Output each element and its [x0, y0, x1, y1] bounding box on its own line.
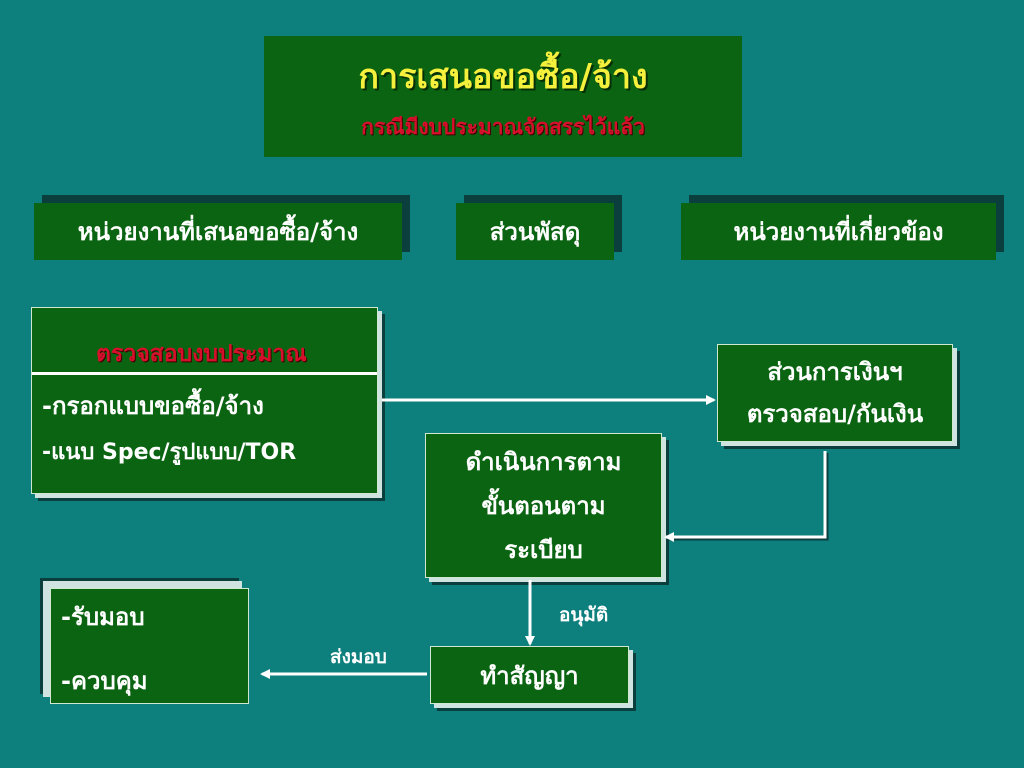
request-box: ตรวจสอบงบประมาณ -กรอกแบบขอซื้อ/จ้าง -แนบ…	[31, 307, 378, 494]
budget-check-heading: ตรวจสอบงบประมาณ	[96, 341, 307, 367]
request-item-form: -กรอกแบบขอซื้อ/จ้าง	[42, 392, 264, 420]
process-line-3: ระเบียบ	[504, 535, 583, 564]
finance-line-1: ส่วนการเงินฯ	[767, 358, 903, 386]
header-requesting-unit: หน่วยงานที่เสนอขอซื้อ/จ้าง	[34, 203, 402, 260]
header-related-units-label: หน่วยงานที่เกี่ยวข้อง	[733, 218, 944, 246]
request-box-divider	[32, 372, 377, 375]
approve-label: อนุมัติ	[559, 604, 609, 626]
contract-label: ทำสัญญา	[480, 661, 579, 690]
contract-box: ทำสัญญา	[430, 646, 629, 704]
finance-box: ส่วนการเงินฯ ตรวจสอบ/กันเงิน	[717, 344, 953, 442]
header-supplies-section: ส่วนพัสดุ	[456, 203, 614, 260]
page-subtitle: กรณีมีงบประมาณจัดสรรไว้แล้ว	[361, 115, 645, 139]
process-line-2: ขั้นตอนตาม	[481, 491, 606, 520]
request-item-attach: -แนบ Spec/รูปแบบ/TOR	[42, 440, 297, 465]
process-box: ดำเนินการตาม ขั้นตอนตาม ระเบียบ	[425, 433, 662, 578]
receive-item-control: -ควบคุม	[61, 667, 148, 695]
header-requesting-unit-label: หน่วยงานที่เสนอขอซื้อ/จ้าง	[77, 218, 359, 246]
arrow-finance-to-process-main	[664, 451, 827, 542]
receive-item-accept: -รับมอบ	[61, 603, 145, 631]
receive-box: -รับมอบ -ควบคุม	[50, 588, 249, 704]
page-title: การเสนอขอซื้อ/จ้าง	[358, 57, 648, 97]
process-line-1: ดำเนินการตาม	[465, 447, 622, 476]
title-box: การเสนอขอซื้อ/จ้าง กรณีมีงบประมาณจัดสรรไ…	[264, 36, 742, 157]
header-supplies-section-label: ส่วนพัสดุ	[489, 218, 581, 246]
deliver-label: ส่งมอบ	[330, 646, 387, 668]
arrow-finance-to-process	[668, 453, 829, 541]
header-related-units: หน่วยงานที่เกี่ยวข้อง	[681, 203, 996, 260]
finance-line-2: ตรวจสอบ/กันเงิน	[746, 400, 924, 428]
